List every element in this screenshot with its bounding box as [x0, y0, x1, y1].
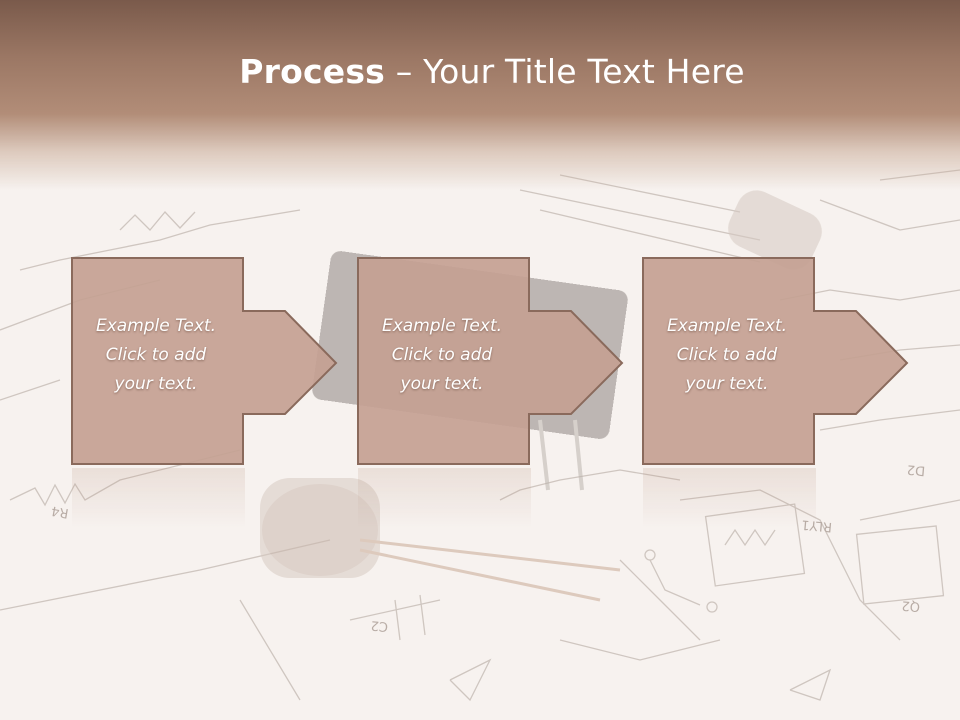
arrow-box-shape: [357, 257, 624, 465]
label-r4: R4: [50, 503, 70, 521]
arrow-box-shape: [71, 257, 338, 465]
process-step-2[interactable]: Example Text. Click to add your text.: [356, 256, 631, 466]
step-1-reflection: [72, 468, 245, 528]
step-text-3: Example Text. Click to add your text.: [645, 312, 809, 399]
step-2-line-3: your text.: [400, 374, 484, 394]
header-band: [0, 0, 960, 190]
step-1-line-3: your text.: [114, 374, 198, 394]
step-text-2: Example Text. Click to add your text.: [360, 312, 524, 399]
label-c2: C2: [370, 617, 389, 633]
step-2-line-1: Example Text.: [381, 316, 503, 336]
step-3-reflection: [643, 468, 816, 528]
step-2-reflection: [358, 468, 531, 528]
step-1-line-1: Example Text.: [95, 316, 217, 336]
step-3-line-3: your text.: [685, 374, 769, 394]
process-step-1[interactable]: Example Text. Click to add your text.: [70, 256, 345, 466]
process-step-3[interactable]: Example Text. Click to add your text.: [641, 256, 916, 466]
title-bold: Process: [239, 52, 386, 91]
step-2-line-2: Click to add: [391, 345, 493, 365]
label-q2: Q2: [901, 597, 921, 614]
arrow-box-shape: [642, 257, 909, 465]
label-rly1: RLY1: [801, 516, 833, 534]
slide-title[interactable]: Process – Your Title Text Here: [0, 52, 960, 91]
step-3-line-1: Example Text.: [666, 316, 788, 336]
step-1-line-2: Click to add: [105, 345, 207, 365]
step-text-1: Example Text. Click to add your text.: [74, 312, 238, 399]
step-3-line-2: Click to add: [676, 345, 778, 365]
title-rest: – Your Title Text Here: [385, 52, 745, 91]
label-d2: D2: [906, 461, 926, 478]
